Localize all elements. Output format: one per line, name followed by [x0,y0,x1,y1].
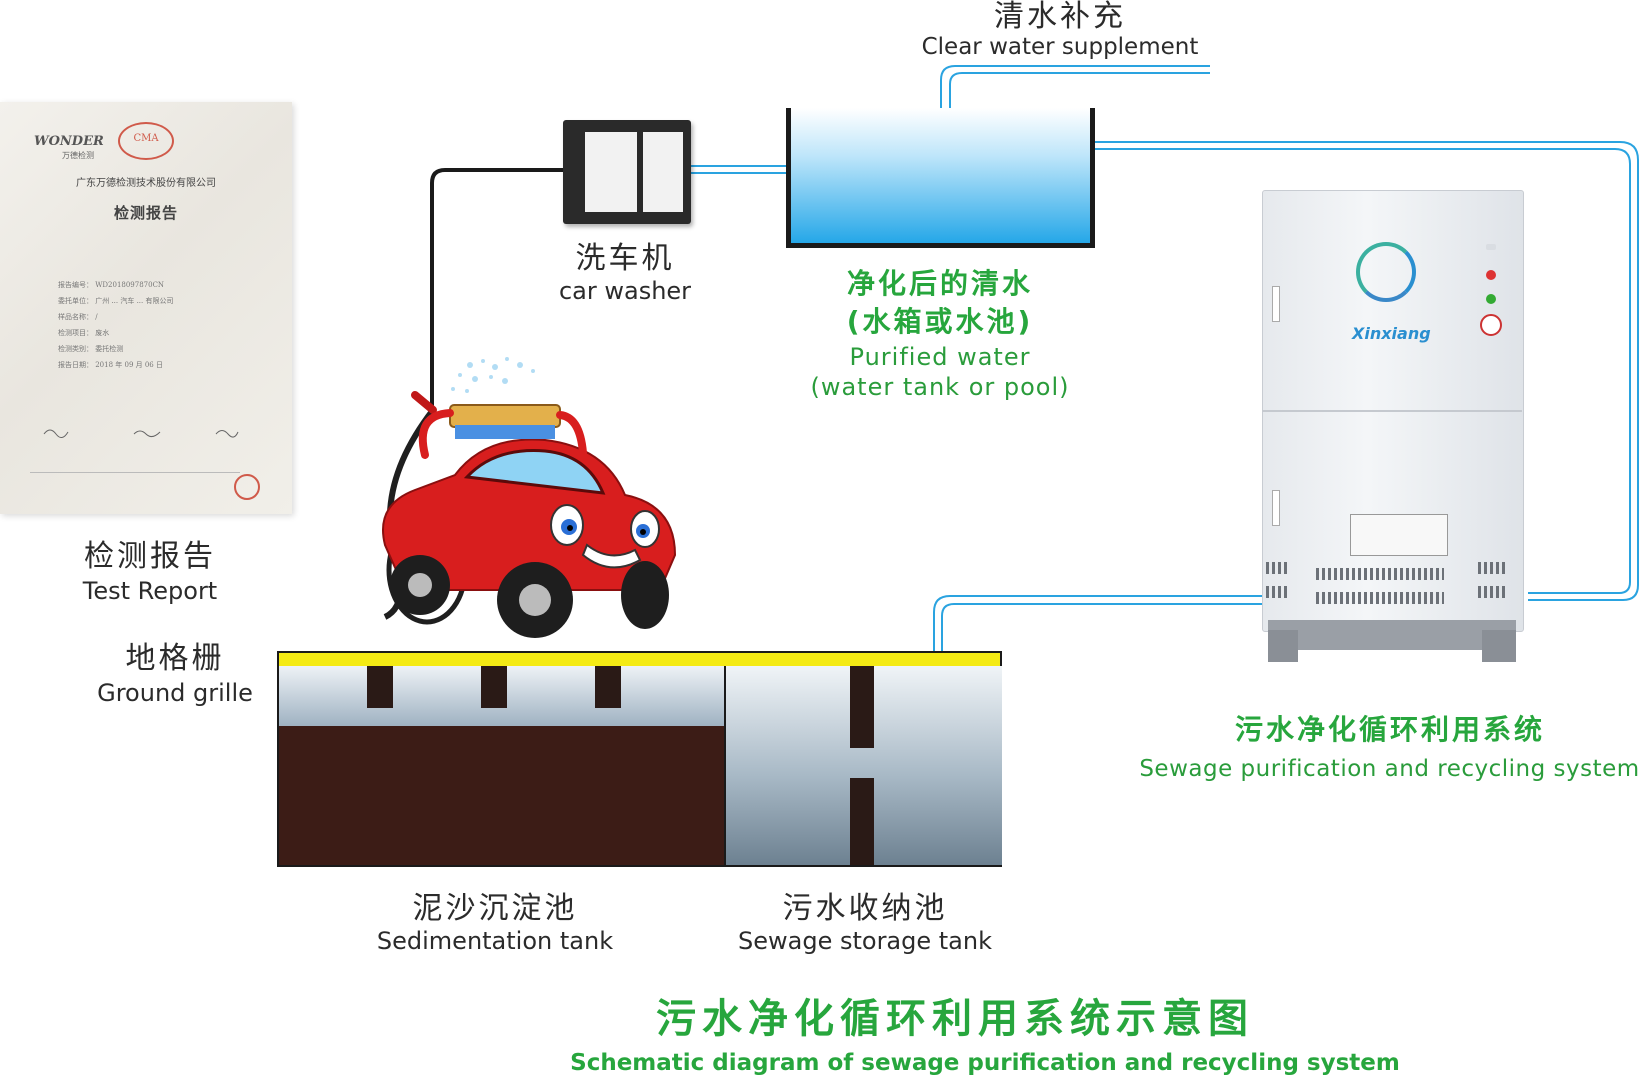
purified-water-tank [786,108,1095,248]
warning-plate [1350,514,1448,556]
cabinet-divider [1262,410,1522,412]
report-row: 检测类别： 委托检测 [58,345,124,353]
wash-brush [449,404,561,428]
tank-purifier-pipe [1095,141,1639,601]
washer-panel-left [585,132,637,212]
purified-water-label-zh-2: (水箱或水池) [846,305,1034,338]
clear-water-pipe [940,65,1210,108]
cabinet-handle-lower [1272,490,1280,526]
cartoon-car [382,357,677,638]
windshield [463,449,606,495]
sewage-storage-label-zh: 污水收纳池 [782,891,948,926]
car-washer-label-zh: 洗车机 [575,241,675,276]
indicator-light-icon [1486,244,1496,250]
cabinet-foot [1482,630,1516,662]
water-spray [451,357,535,393]
vent-grille [1316,568,1444,580]
car-washer-label-en: car washer [558,277,692,305]
storage-baffle-upper [850,666,874,748]
purified-water-label-zh-1: 净化后的清水 [846,267,1033,300]
report-row: 报告日期： 2018 年 09 月 06 日 [58,361,163,369]
test-report-document: WONDER 万德检测 CMA 广东万德检测技术股份有限公司 检测报告 报告编号… [0,102,292,514]
washer-hose [430,168,563,420]
test-report-label-zh: 检测报告 [84,539,216,574]
storage-purifier-pipe [933,595,1262,840]
report-title: 检测报告 [113,204,178,222]
purifier-label-zh: 污水净化循环利用系统 [1234,713,1545,746]
storage-baffle-lower [850,778,874,865]
report-logo-sub: 万德检测 [62,151,94,160]
diagram-title-zh: 污水净化循环利用系统示意图 [656,996,1254,1042]
cabinet-brand: Xinxiang [1352,324,1431,343]
purifier-label-en: Sewage purification and recycling system [1139,756,1640,782]
purified-water-label-en-1: Purified water [849,343,1031,371]
report-row: 报告编号： WD2018097870CN [58,281,165,289]
sedimentation-label-en: Sedimentation tank [376,927,614,955]
car-wheel-right [621,561,669,629]
pressure-gauge-icon [1480,314,1502,336]
clear-water-label-en: Clear water supplement [921,34,1199,60]
test-report-label-en: Test Report [82,577,218,605]
vent-grille [1266,586,1288,598]
vent-grille [1478,562,1508,574]
grille-post [481,666,507,708]
diagram-title-en: Schematic diagram of sewage purification… [570,1050,1400,1076]
stop-button-icon [1486,270,1496,280]
ground-grille-label-en: Ground grille [97,679,253,707]
report-footer [30,472,240,491]
signatures [43,429,239,438]
sedimentation-mud [279,726,724,865]
underground-tanks [277,666,1002,867]
grille-post [595,666,621,708]
car-smile [581,543,642,569]
washer-panel-right [643,132,683,212]
cabinet-base [1268,620,1516,650]
vent-grille [1266,562,1288,574]
report-row: 样品名称： / [58,313,98,321]
start-button-icon [1486,294,1496,304]
recycle-emblem-icon [1356,242,1416,302]
clear-water-label-zh: 清水补充 [994,0,1126,34]
sewage-storage-label-en: Sewage storage tank [738,927,992,955]
sewage-purifier-cabinet: Xinxiang [1262,190,1528,662]
cabinet-handle-upper [1272,286,1280,322]
report-logo: WONDER [34,134,104,149]
ground-grille-label-zh: 地格栅 [125,641,225,676]
sedimentation-label-zh: 泥沙沉淀池 [412,891,578,926]
cma-seal: CMA [118,122,174,160]
report-company: 广东万德检测技术股份有限公司 [76,178,216,189]
cabinet-foot [1268,630,1298,662]
purified-water-label-en-2: (water tank or pool) [810,373,1070,401]
car-washer-machine [563,120,691,224]
report-stamp [234,474,260,500]
grille-post [367,666,393,708]
report-row: 委托单位： 广州 ... 汽车 ... 有限公司 [58,297,174,305]
vent-grille [1316,592,1444,604]
report-row: 检测项目： 废水 [58,329,110,337]
sewage-storage-water [724,666,1002,865]
vent-grille [1478,586,1508,598]
